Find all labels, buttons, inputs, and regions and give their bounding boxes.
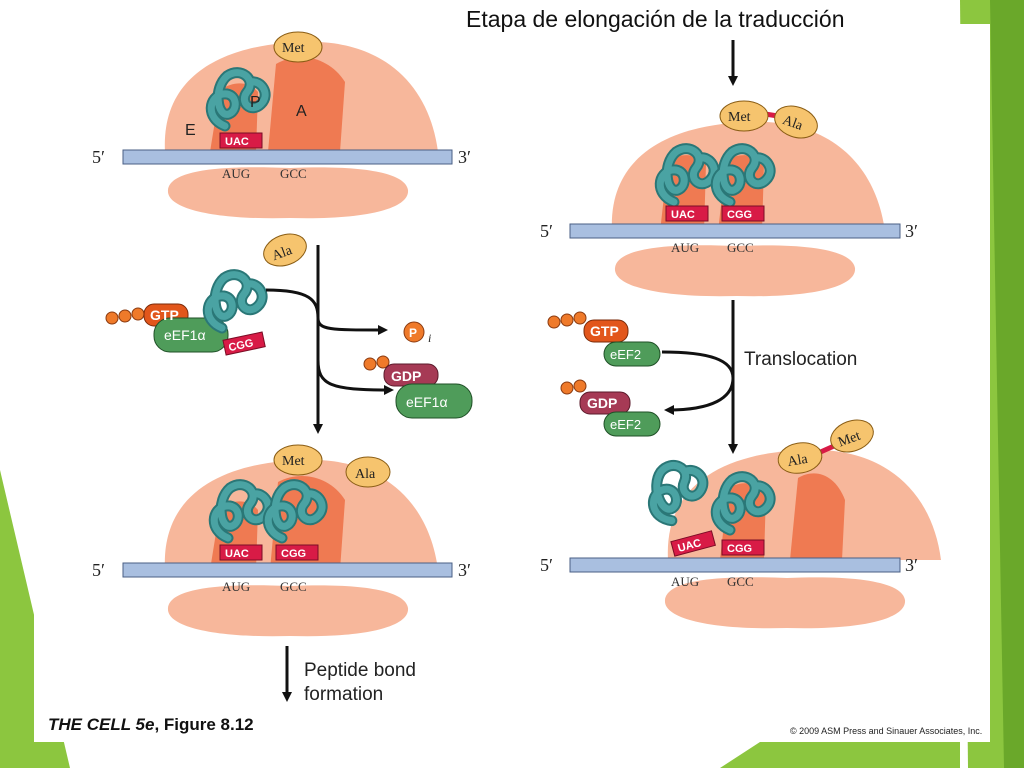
gdp-eef2-complex: [560, 379, 661, 437]
r3-codon-aug-label: AUG: [671, 240, 699, 255]
eef1a-label: eEF1α: [164, 327, 206, 343]
r3-met-label: Met: [728, 110, 751, 125]
peptide-bond-label-1: Peptide bond: [304, 660, 416, 681]
eef2-released-label: eEF2: [610, 417, 641, 432]
r3-codon-gcc-label: GCC: [727, 240, 754, 255]
r3-five-prime-label: 5′: [540, 221, 553, 241]
gdp-label: GDP: [391, 368, 421, 384]
ribosome-peptidyl: [569, 100, 901, 297]
r4-codon-aug-label: AUG: [671, 574, 699, 589]
r2-codon-aug-label: AUG: [222, 579, 250, 594]
site-a-label: A: [296, 103, 307, 120]
three-prime-label: 3′: [458, 147, 471, 167]
slide-title: Etapa de elongación de la traducción: [466, 6, 845, 32]
gtp-eef2-complex: [547, 311, 661, 367]
r2-codon-gcc-label: GCC: [280, 579, 307, 594]
r3-ala-label: Ala: [780, 113, 805, 134]
met-label: Met: [282, 41, 305, 56]
anticodon-uac-label: UAC: [225, 136, 249, 148]
r2-five-prime-label: 5′: [92, 560, 105, 580]
r2-ala-label: Ala: [355, 467, 376, 482]
r3-gtp-label: GTP: [590, 323, 619, 339]
eef1a-factor: [153, 317, 229, 353]
ala-label: Ala: [270, 243, 295, 264]
r3-anticodon-cgg-label: CGG: [727, 209, 752, 221]
r2-met-label: Met: [282, 454, 305, 469]
copyright-notice: © 2009 ASM Press and Sinauer Associates,…: [790, 726, 983, 736]
anticodon-cgg-label: CGG: [228, 337, 255, 354]
ribosome-after-binding: [122, 444, 453, 637]
figure-caption: THE CELL 5e, Figure 8.12: [48, 715, 254, 735]
r4-anticodon-cgg-label: CGG: [727, 543, 752, 555]
r4-codon-gcc-label: GCC: [727, 574, 754, 589]
codon-aug-label: AUG: [222, 166, 250, 181]
r2-three-prime-label: 3′: [458, 560, 471, 580]
caption-book: THE CELL 5e: [48, 715, 155, 734]
site-p-label: P: [250, 94, 261, 111]
caption-figure: , Figure 8.12: [154, 715, 254, 734]
eef1a-complex: [105, 233, 307, 356]
anticodon-cgg: [222, 331, 266, 356]
ribosome-translocated: [569, 419, 941, 629]
mrna-strand: [122, 149, 453, 165]
eef2-label: eEF2: [610, 347, 641, 362]
r4-anticodon-uac-label: UAC: [677, 537, 703, 555]
peptide-bond-label-2: formation: [304, 684, 383, 705]
r4-five-prime-label: 5′: [540, 555, 553, 575]
anticodon-uac: [219, 132, 263, 149]
gtp-label: GTP: [150, 307, 179, 323]
binding-arrows: [265, 245, 394, 434]
r3-anticodon-uac-label: UAC: [671, 209, 695, 221]
amino-acid-ala: [263, 233, 307, 267]
phosphate-circle: [403, 321, 425, 343]
r4-three-prime-label: 3′: [905, 555, 918, 575]
translocation-arrows: [661, 300, 738, 454]
pi-label: P: [409, 326, 417, 340]
site-e-label: E: [185, 122, 196, 139]
five-prime-label: 5′: [92, 147, 105, 167]
codon-gcc-label: GCC: [280, 166, 307, 181]
r3-three-prime-label: 3′: [905, 221, 918, 241]
r4-ala-label: Ala: [786, 452, 809, 470]
r3-gdp-label: GDP: [587, 395, 617, 411]
r4-met-label: Met: [836, 429, 862, 451]
ribosome-initial: [122, 31, 453, 219]
pi-subscript-label: i: [428, 331, 431, 345]
amino-acid-met: [273, 31, 323, 63]
r2-anticodon-cgg-label: CGG: [281, 548, 306, 560]
r2-anticodon-uac-label: UAC: [225, 548, 249, 560]
eef1a-released-label: eEF1α: [406, 394, 448, 410]
translocation-label: Translocation: [744, 349, 857, 370]
gdp-eef1a-released: [363, 355, 473, 419]
